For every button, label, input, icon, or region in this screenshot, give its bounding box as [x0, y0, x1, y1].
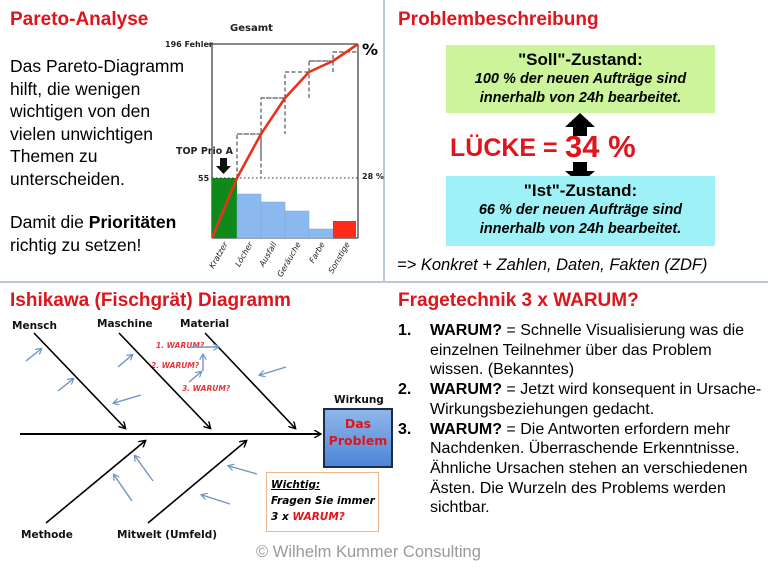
ist-state-box: "Ist"-Zustand: 66 % der neuen Aufträge s…: [446, 176, 715, 246]
important-note: Wichtig: Fragen Sie immer 3 x WARUM?: [266, 472, 379, 532]
bar-sonstige: [333, 221, 356, 238]
x-label-sonstige: Sonstige: [327, 240, 352, 275]
y-axis-top-label: 196 Fehler: [165, 40, 213, 49]
note-title: Wichtig:: [271, 479, 321, 491]
cumulative-line: [210, 42, 359, 239]
pareto-title: Pareto-Analyse: [10, 9, 149, 30]
soll-heading: "Soll"-Zustand:: [518, 50, 643, 69]
soll-state-box: "Soll"-Zustand: 100 % der neuen Aufträge…: [446, 45, 715, 113]
category-mensch: Mensch: [12, 320, 57, 332]
fishbone-diagram: [20, 332, 384, 524]
x-label-kratzer: Kratzer: [207, 240, 230, 270]
down-arrow-icon: [565, 162, 595, 183]
problem-effect-box: Das Problem: [323, 408, 393, 468]
list-item: 3. WARUM? = Die Antworten erfordern mehr…: [398, 420, 748, 517]
bar-ausfall: [260, 201, 286, 239]
warum-label-3: 3. WARUM?: [182, 384, 231, 393]
top-prio-annotation: TOP Prio A: [176, 146, 233, 157]
pareto-chart: Kratzer Löcher Ausfall Geräuche Farbe So…: [207, 42, 359, 279]
bar-farbe: [308, 228, 334, 239]
down-arrow-icon: [216, 158, 231, 174]
zdf-note: => Konkret + Zahlen, Daten, Fakten (ZDF): [397, 256, 708, 274]
y2-axis-marker-label: 28 %: [362, 172, 384, 181]
bar-geraeuche: [284, 210, 310, 239]
list-item: 1. WARUM? = Schnelle Visualisierung was …: [398, 322, 745, 379]
horizontal-divider: [0, 281, 768, 283]
x-label-farbe: Farbe: [308, 240, 327, 264]
ishikawa-title: Ishikawa (Fischgrät) Diagramm: [10, 290, 291, 311]
category-methode: Methode: [21, 529, 73, 541]
x-label-geraeuche: Geräuche: [276, 240, 303, 278]
ist-heading: "Ist"-Zustand:: [523, 181, 638, 200]
warum-label-2: 2. WARUM?: [151, 361, 200, 370]
x-label-ausfall: Ausfall: [257, 240, 279, 269]
category-maschine: Maschine: [97, 318, 153, 330]
category-mitwelt: Mitwelt (Umfeld): [117, 529, 218, 541]
y2-axis-label: %: [362, 40, 379, 59]
warum-label-1: 1. WARUM?: [156, 341, 205, 350]
y-axis-marker-label: 55: [198, 174, 210, 183]
priorities-line: Damit die Prioritäten: [10, 212, 177, 232]
up-arrow-icon: [565, 113, 595, 136]
gap-arrows: [565, 113, 595, 183]
list-item: 2. WARUM? = Jetzt wird konsequent in Urs…: [398, 381, 762, 418]
bar-loecher: [236, 193, 262, 239]
problem-title: Problembeschreibung: [398, 9, 599, 30]
gap-value: 34 %: [565, 129, 636, 164]
x-label-loecher: Löcher: [233, 240, 255, 269]
chart-title: Gesamt: [230, 23, 273, 34]
effect-label: Wirkung: [334, 394, 384, 406]
warum-list: 1. WARUM? = Schnelle Visualisierung was …: [398, 321, 768, 518]
gap-label: LÜCKE =: [450, 134, 558, 162]
category-material: Material: [180, 318, 230, 330]
vertical-divider: [383, 0, 385, 282]
pareto-description: Das Pareto-Diagramm hilft, die wenigen w…: [10, 56, 185, 255]
copyright-footer: © Wilhelm Kummer Consulting: [256, 543, 481, 561]
fragetechnik-title: Fragetechnik 3 x WARUM?: [398, 290, 639, 311]
